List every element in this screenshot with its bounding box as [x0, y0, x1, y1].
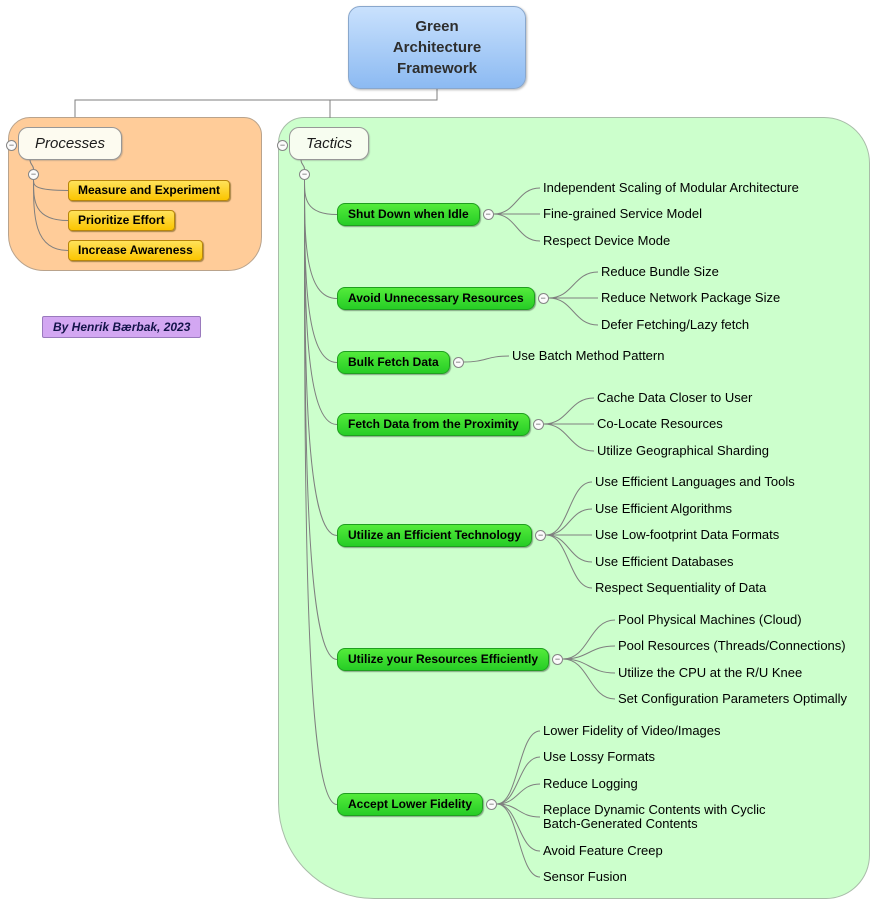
tactic-leaf[interactable]: Use Efficient Algorithms: [595, 501, 733, 516]
collapse-toggle-icon[interactable]: −: [532, 418, 544, 430]
tactic-leaf[interactable]: Set Configuration Parameters Optimally: [618, 691, 848, 706]
collapse-toggle-icon[interactable]: −: [486, 798, 498, 810]
tactic-leaf[interactable]: Reduce Logging: [543, 776, 638, 791]
collapse-toggle-icon[interactable]: −: [482, 208, 494, 220]
tactic-node[interactable]: Accept Lower Fidelity: [337, 793, 484, 816]
tactic-leaf[interactable]: Defer Fetching/Lazy fetch: [601, 317, 750, 332]
tactic-leaf[interactable]: Cache Data Closer to User: [597, 390, 753, 405]
root-node[interactable]: Green Architecture Framework: [348, 6, 526, 89]
collapse-toggle-icon[interactable]: −: [452, 356, 464, 368]
collapse-toggle-icon[interactable]: −: [299, 169, 310, 180]
author-note[interactable]: By Henrik Bærbak, 2023: [42, 316, 202, 338]
tactic-leaf[interactable]: Respect Sequentiality of Data: [595, 580, 767, 595]
tactic-node[interactable]: Utilize an Efficient Technology: [337, 524, 533, 547]
collapse-toggle-icon[interactable]: −: [535, 529, 547, 541]
tactic-leaf[interactable]: Utilize Geographical Sharding: [597, 443, 769, 458]
tactic-leaf[interactable]: Avoid Feature Creep: [543, 843, 663, 858]
tactic-leaf[interactable]: Use Lossy Formats: [543, 749, 655, 764]
process-item[interactable]: Prioritize Effort: [68, 210, 175, 231]
tactic-leaf[interactable]: Pool Physical Machines (Cloud): [618, 612, 802, 627]
tactic-leaf[interactable]: Utilize the CPU at the R/U Knee: [618, 665, 803, 680]
collapse-toggle-icon[interactable]: −: [552, 653, 564, 665]
collapse-toggle-icon[interactable]: −: [537, 292, 549, 304]
tactic-node[interactable]: Fetch Data from the Proximity: [337, 413, 530, 436]
tactic-leaf[interactable]: Use Efficient Languages and Tools: [595, 474, 795, 489]
tactic-leaf[interactable]: Use Batch Method Pattern: [512, 348, 665, 363]
collapse-toggle-icon[interactable]: −: [277, 140, 288, 151]
process-item[interactable]: Increase Awareness: [68, 240, 203, 261]
tactic-node[interactable]: Avoid Unnecessary Resources: [337, 287, 535, 310]
processes-node[interactable]: Processes: [18, 127, 123, 160]
tactic-node[interactable]: Shut Down when Idle: [337, 203, 480, 226]
collapse-toggle-icon[interactable]: −: [28, 169, 39, 180]
tactics-node[interactable]: Tactics: [289, 127, 370, 160]
tactic-leaf[interactable]: Lower Fidelity of Video/Images: [543, 723, 721, 738]
tactic-leaf[interactable]: Reduce Network Package Size: [601, 290, 781, 305]
process-item[interactable]: Measure and Experiment: [68, 180, 231, 201]
tactic-leaf[interactable]: Pool Resources (Threads/Connections): [618, 638, 846, 653]
tactic-leaf[interactable]: Use Low-footprint Data Formats: [595, 527, 780, 542]
collapse-toggle-icon[interactable]: −: [6, 140, 17, 151]
tactic-node[interactable]: Utilize your Resources Efficiently: [337, 648, 550, 671]
tactic-leaf[interactable]: Co-Locate Resources: [597, 416, 723, 431]
tactic-leaf[interactable]: Reduce Bundle Size: [601, 264, 719, 279]
tactic-leaf[interactable]: Use Efficient Databases: [595, 554, 734, 569]
tactic-leaf[interactable]: Independent Scaling of Modular Architect…: [543, 180, 799, 195]
tactic-leaf[interactable]: Respect Device Mode: [543, 233, 671, 248]
tactic-leaf[interactable]: Sensor Fusion: [543, 869, 627, 884]
tactic-leaf[interactable]: Fine-grained Service Model: [543, 206, 702, 221]
tactic-node[interactable]: Bulk Fetch Data: [337, 351, 450, 374]
tactic-leaf[interactable]: Replace Dynamic Contents with Cyclic Bat…: [543, 802, 766, 831]
